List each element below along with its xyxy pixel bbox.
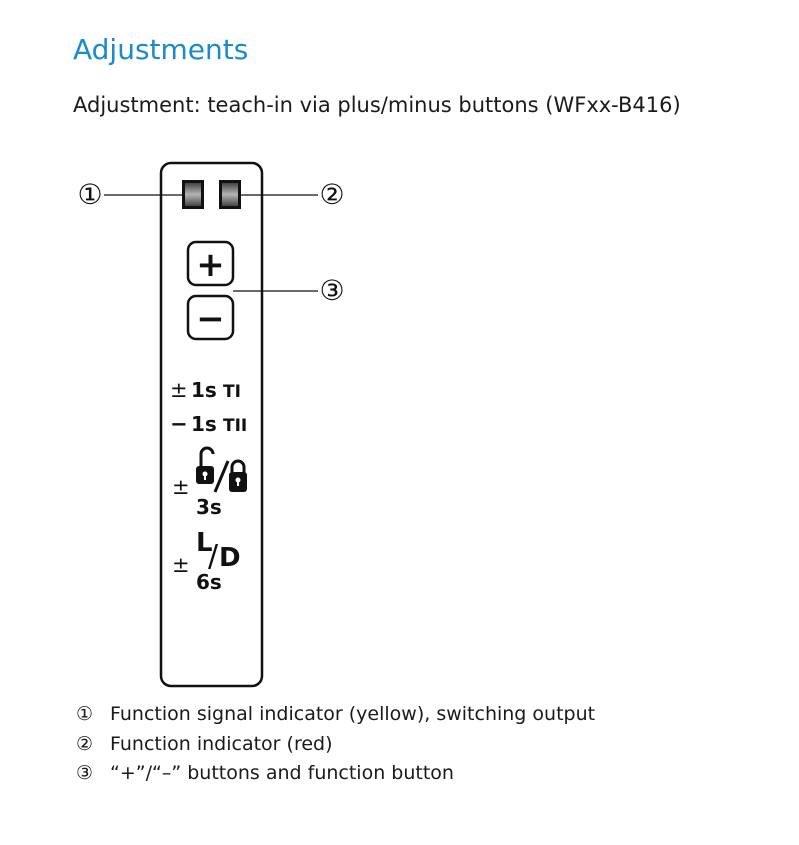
- legend-text: Function indicator (red): [110, 732, 333, 755]
- light-dark-row-sign: ±: [172, 553, 190, 577]
- device-housing: [159, 161, 264, 688]
- legend-item-1: ① Function signal indicator (yellow), swi…: [76, 700, 595, 730]
- legend-number: ①: [76, 703, 94, 725]
- legend-text: “+”/“–” buttons and function button: [110, 762, 454, 784]
- legend-text: Function signal indicator (yellow), swit…: [110, 703, 596, 725]
- teach-row-1-target: TI: [223, 382, 241, 402]
- lock-row-sign: ±: [172, 475, 190, 499]
- minus-button[interactable]: −: [186, 294, 235, 341]
- page-title: Adjustments: [73, 33, 249, 66]
- minus-symbol: −: [196, 299, 225, 339]
- legend: ① Function signal indicator (yellow), swi…: [76, 700, 595, 789]
- legend-number: ③: [76, 762, 94, 784]
- legend-item-2: ② Function indicator (red): [76, 730, 595, 760]
- teach-row-2-sign: −: [170, 412, 188, 436]
- page-subtitle: Adjustment: teach-in via plus/minus butt…: [73, 93, 681, 117]
- plus-symbol: +: [196, 245, 225, 285]
- teach-row-2: − 1s TII: [170, 412, 247, 436]
- unlock-icon: [196, 446, 215, 484]
- teach-row-1: ± 1s TI: [170, 378, 241, 402]
- lock-slash: [213, 460, 230, 493]
- light-dark-slash: /: [208, 539, 219, 574]
- lock-icon: [229, 459, 247, 492]
- light-dark-row: ± L / D 6s: [172, 528, 241, 594]
- lock-row-duration: 3s: [196, 495, 222, 519]
- light-dark-letter-l: L: [196, 528, 213, 558]
- legend-number: ②: [76, 732, 94, 755]
- light-dark-letter-d: D: [219, 543, 241, 573]
- teach-row-2-target: TII: [223, 416, 247, 436]
- callout-3: ③: [319, 274, 344, 307]
- led-function-indicator: [219, 180, 241, 209]
- light-dark-row-duration: 6s: [196, 570, 222, 594]
- plus-button[interactable]: +: [186, 240, 235, 287]
- teach-row-2-duration: 1s: [191, 412, 217, 436]
- led-function-signal-indicator: [182, 180, 204, 209]
- legend-item-3: ③ “+”/“–” buttons and function button: [76, 759, 595, 789]
- callout-1: ①: [77, 178, 102, 211]
- lock-row: ± 3s: [172, 446, 247, 519]
- callout-2: ②: [319, 178, 344, 211]
- teach-row-1-duration: 1s: [191, 378, 217, 402]
- teach-row-1-sign: ±: [170, 378, 188, 402]
